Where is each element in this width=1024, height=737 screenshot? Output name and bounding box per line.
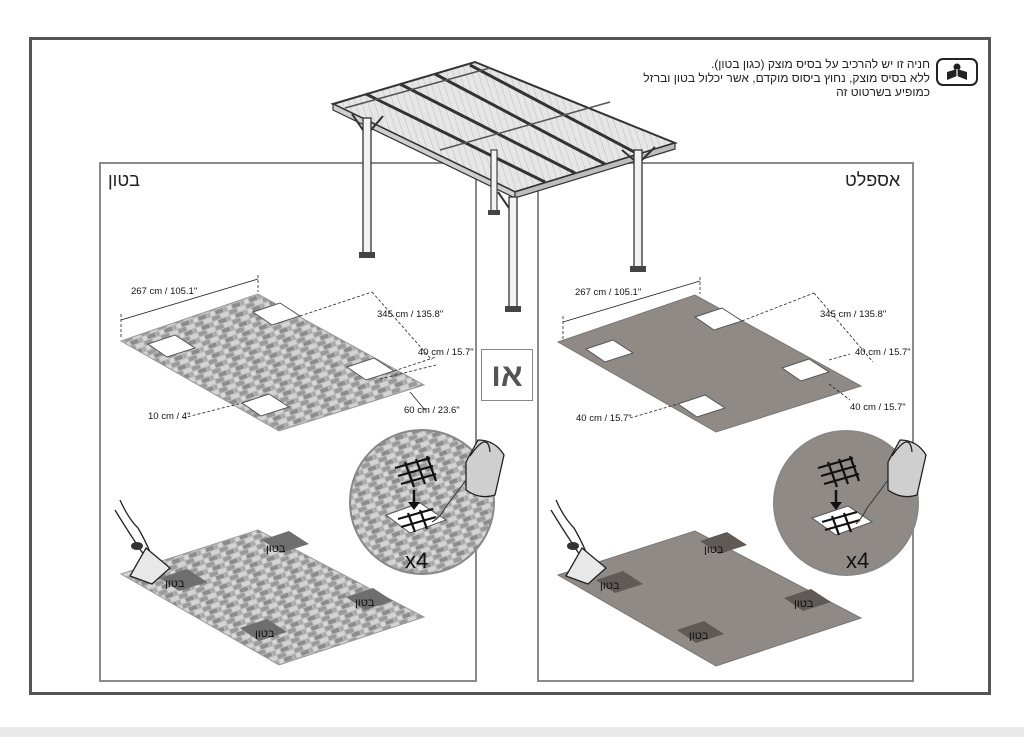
concrete-fill-label: בטון	[165, 578, 185, 590]
asphalt-slab-top	[556, 294, 863, 433]
concrete-dimension-lines	[120, 275, 437, 419]
concrete-hole-long-label: 60 cm / 23.6"	[404, 405, 460, 416]
asphalt-fill-label: בטון	[794, 598, 814, 610]
note-line-1: חניה זו יש להרכיב על בסיס מוצק (כגון בטו…	[710, 57, 930, 71]
note-line-3: כמופיע בשרטוט זה	[836, 85, 930, 99]
concrete-depth-label: 10 cm / 4"	[148, 411, 191, 422]
asphalt-hole-a-label: 40 cm / 15.7"	[855, 347, 911, 358]
asphalt-width-label: 267 cm / 105.1"	[575, 287, 642, 298]
concrete-slab-filled	[119, 529, 426, 666]
page-bottom-strip	[0, 727, 1024, 737]
asphalt-panel-title: אספלט	[845, 170, 901, 190]
diagram-frame	[29, 37, 991, 695]
concrete-width-label: 267 cm / 105.1"	[131, 286, 198, 297]
trowel-hand-right	[550, 499, 607, 585]
asphalt-hole-c-label: 40 cm / 15.7"	[576, 413, 632, 424]
carport-illustration	[330, 60, 678, 312]
asphalt-length-label: 345 cm / 135.8"	[820, 309, 887, 320]
concrete-fill-label: בטון	[355, 597, 375, 609]
assembly-note: חניה זו יש להרכיב על בסיס מוצק (כגון בטו…	[640, 57, 930, 99]
asphalt-fill-label: בטון	[600, 580, 620, 592]
reading-person-icon	[936, 58, 978, 86]
asphalt-hole-b-label: 40 cm / 15.7"	[850, 402, 906, 413]
concrete-magnifier	[349, 429, 505, 575]
concrete-panel-title: בטון	[108, 170, 140, 190]
concrete-hole-short-label: 40 cm / 15.7"	[418, 347, 474, 358]
concrete-fill-label: בטון	[266, 543, 286, 555]
asphalt-magnifier	[773, 430, 927, 576]
asphalt-slab-filled	[556, 530, 863, 667]
concrete-panel	[99, 162, 477, 682]
asphalt-fill-label: בטון	[704, 544, 724, 556]
concrete-multiplier: x4	[405, 548, 429, 573]
concrete-length-label: 345 cm / 135.8"	[377, 309, 444, 320]
note-line-2: ללא בסיס מוצק, נחוץ ביסוס מוקדם, אשר יכל…	[643, 71, 930, 85]
asphalt-panel	[537, 162, 914, 682]
asphalt-fill-label: בטון	[689, 630, 709, 642]
or-separator: או	[481, 349, 533, 401]
concrete-fill-label: בטון	[255, 628, 275, 640]
trowel-hand-left	[114, 499, 171, 585]
asphalt-dimension-lines	[562, 277, 874, 419]
concrete-slab-top	[119, 293, 426, 432]
asphalt-multiplier: x4	[846, 548, 870, 573]
